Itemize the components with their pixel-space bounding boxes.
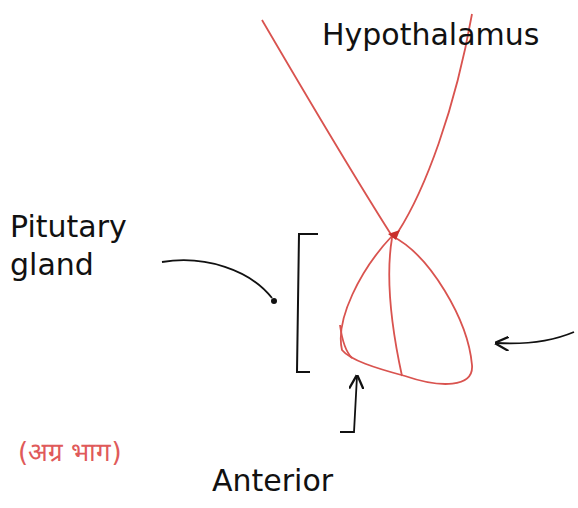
bracket bbox=[297, 234, 318, 372]
lobe-divider bbox=[389, 238, 402, 376]
pointer-arrow bbox=[340, 376, 357, 432]
pointer-arrow bbox=[496, 332, 574, 343]
junction-mark bbox=[388, 230, 400, 240]
leader-line bbox=[162, 260, 272, 298]
gland-outline bbox=[340, 325, 352, 358]
hindi-label: (अग्र भाग) bbox=[18, 436, 122, 469]
stalk-line bbox=[262, 20, 392, 236]
structure-label: Hypothalamus bbox=[322, 16, 539, 54]
structure-label: Pitutary gland bbox=[10, 208, 160, 283]
gland-outline bbox=[341, 236, 472, 384]
part-label: Anterior bbox=[212, 462, 333, 500]
leader-dot bbox=[271, 298, 277, 304]
